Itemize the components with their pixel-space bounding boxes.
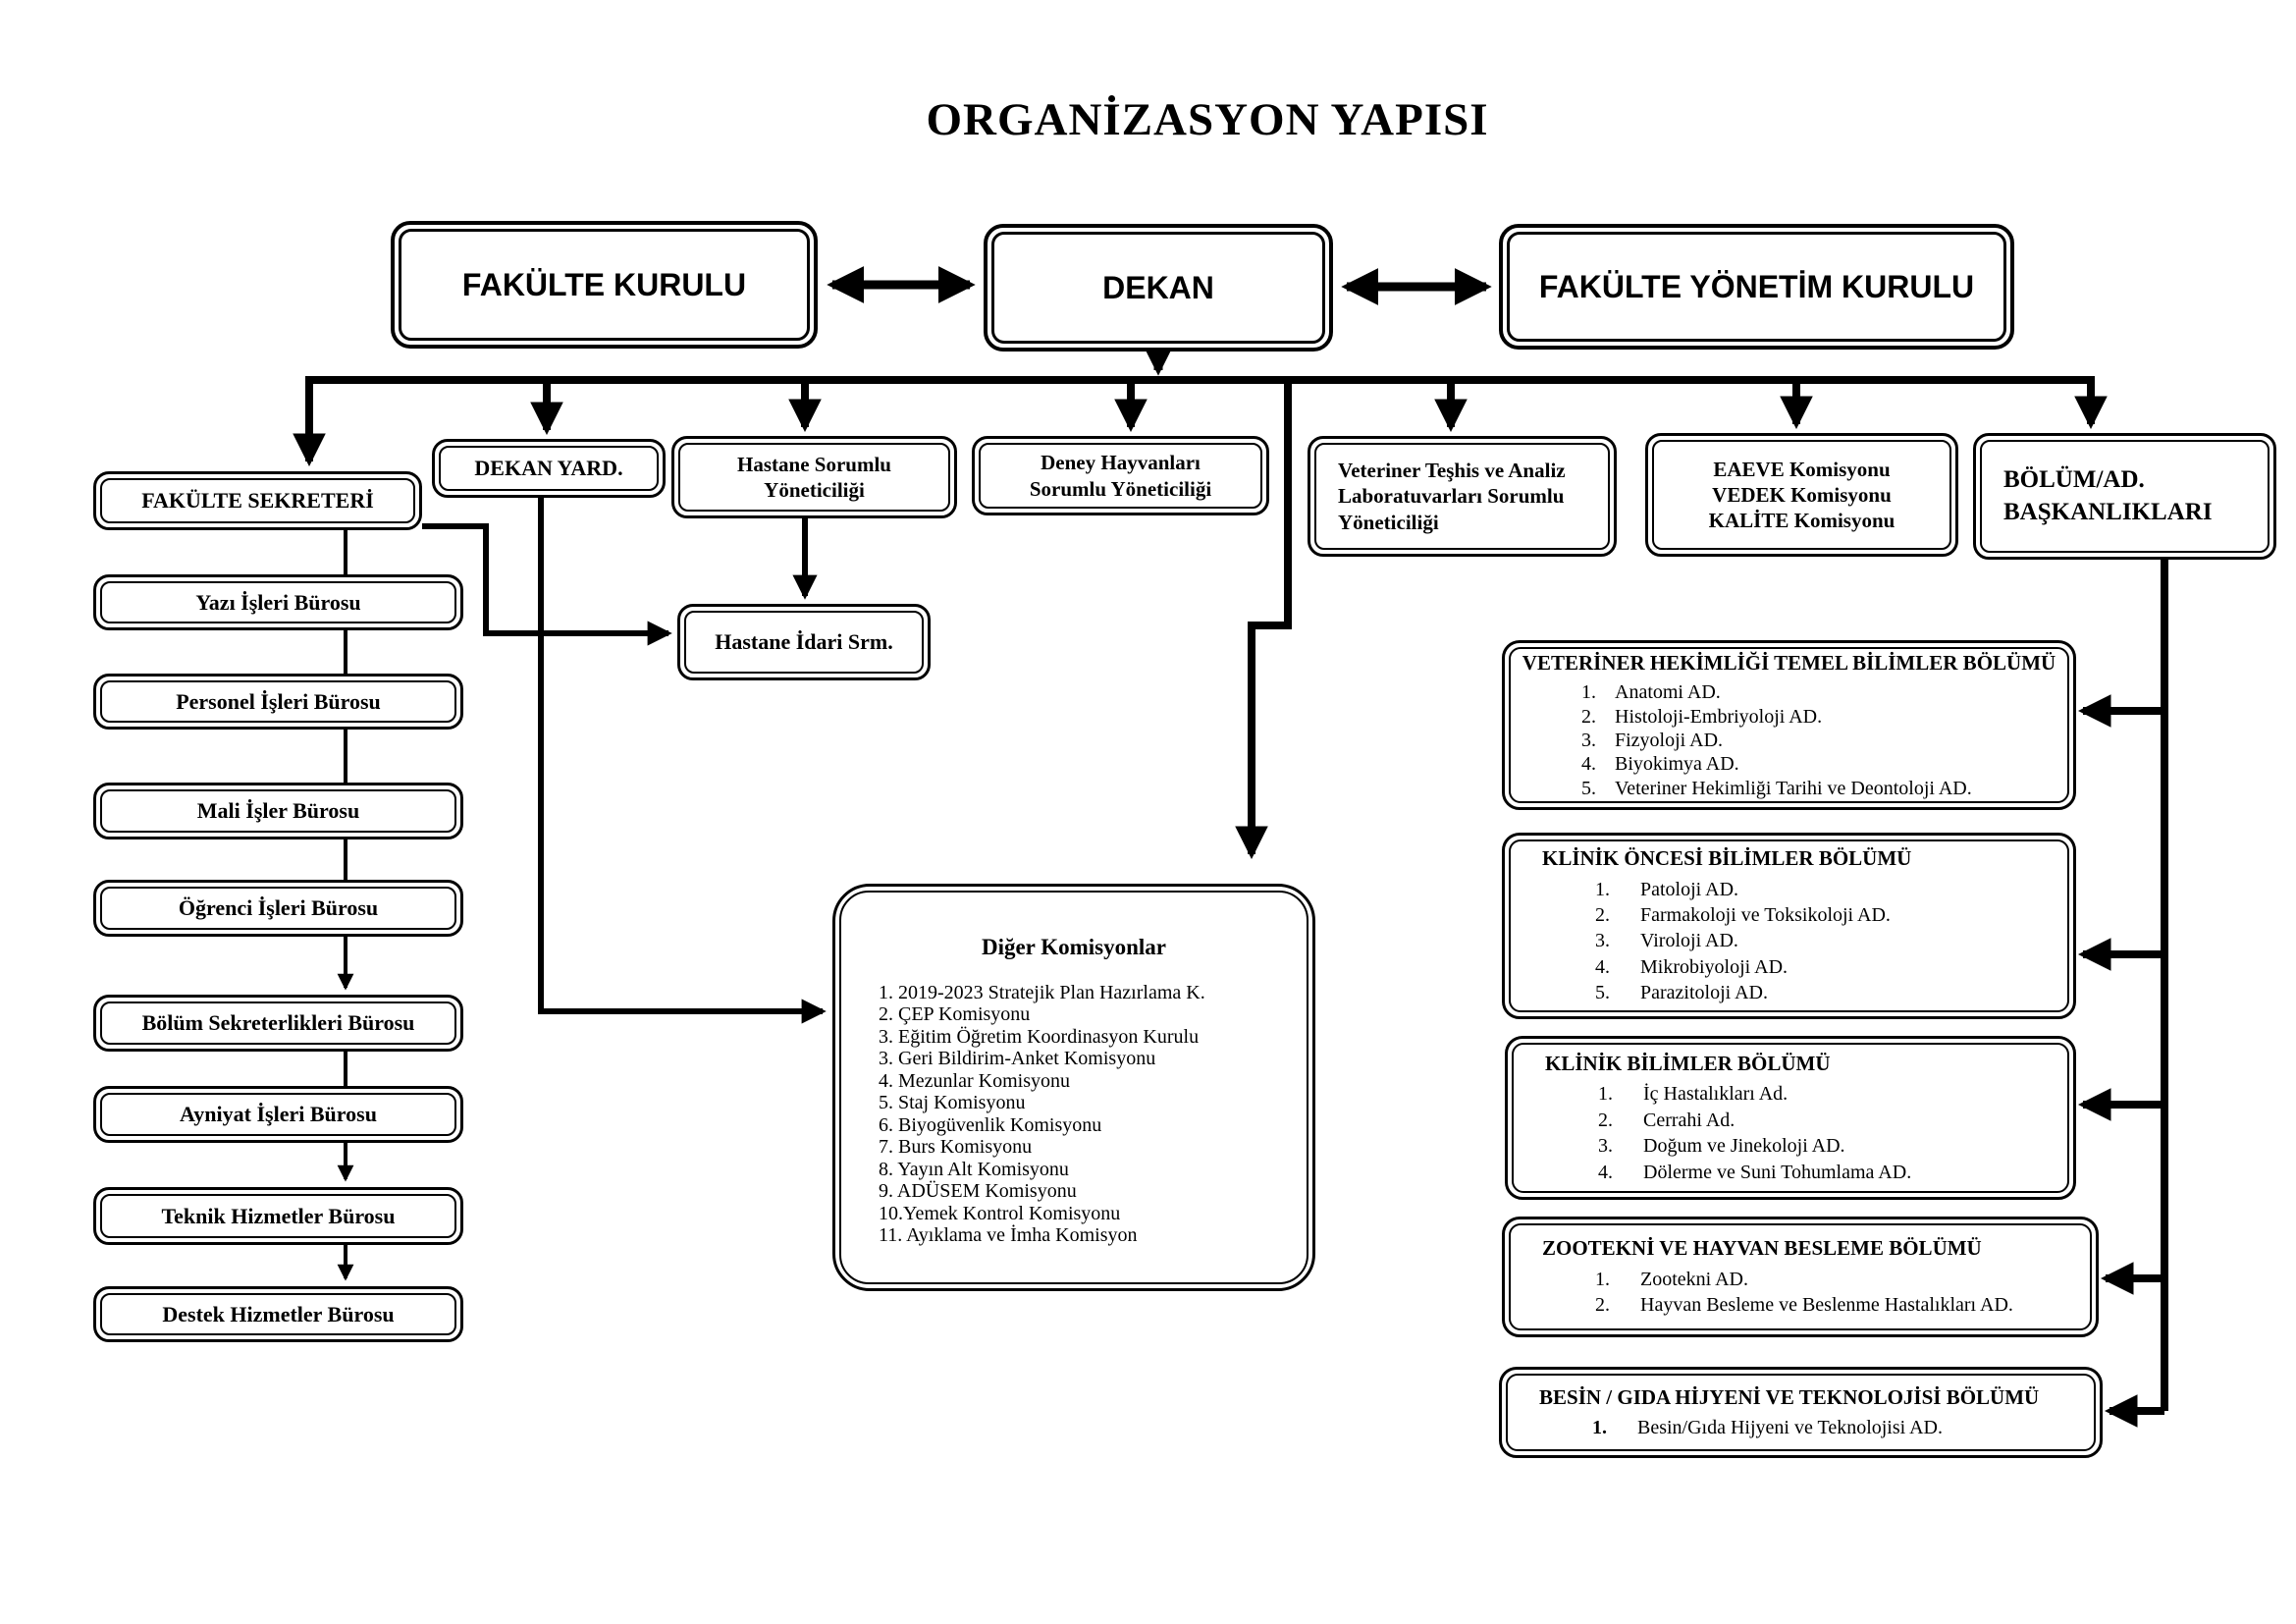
bureau-yazi-isleri: Yazı İşleri Bürosu [93, 574, 463, 630]
department-item: 4.Biyokimya AD. [1581, 753, 1739, 776]
department-list: 1.Patoloji AD. 2.Farmakoloji ve Toksikolo… [1519, 877, 2059, 1006]
node-hastane-idari: Hastane İdari Srm. [677, 604, 931, 680]
department-temel-bilimler: VETERİNER HEKİMLİĞİ TEMEL BİLİMLER BÖLÜM… [1502, 640, 2076, 810]
node-diger-komisyonlar: Diğer Komisyonlar 1. 2019-2023 Stratejik… [832, 884, 1315, 1291]
department-item: 1.Zootekni AD. [1595, 1268, 1748, 1290]
department-title: BESİN / GIDA HİJYENİ VE TEKNOLOJİSİ BÖLÜ… [1539, 1384, 2040, 1409]
komisyon-item: 2. ÇEP Komisyonu [879, 1003, 1031, 1026]
department-list: 1.İç Hastalıkları Ad. 2.Cerrahi Ad. 3.Doğu… [1522, 1081, 2059, 1185]
node-fakulte-sekreteri: FAKÜLTE SEKRETERİ [93, 471, 422, 530]
department-klinik-oncesi: KLİNİK ÖNCESİ BİLİMLER BÖLÜMÜ 1.Patoloji… [1502, 833, 2076, 1019]
department-title: ZOOTEKNİ VE HAYVAN BESLEME BÖLÜMÜ [1542, 1236, 1982, 1261]
bureau-label: Yazı İşleri Bürosu [100, 581, 456, 623]
page-title: ORGANİZASYON YAPISI [926, 94, 1489, 145]
bureau-label: Bölüm Sekreterlikleri Bürosu [100, 1001, 456, 1045]
diger-komisyonlar-list: 1. 2019-2023 Stratejik Plan Hazırlama K.… [841, 962, 1307, 1247]
node-fakulte-yonetim-kurulu: FAKÜLTE YÖNETİM KURULU [1499, 224, 2014, 350]
department-item: 4.Mikrobiyoloji AD. [1595, 955, 1789, 978]
link-sekreter-hastane-idari [422, 523, 672, 646]
komisyon-item: 5. Staj Komisyonu [879, 1092, 1026, 1114]
node-dekan-yardimcisi: DEKAN YARD. [432, 439, 666, 498]
bureau-label: Öğrenci İşleri Bürosu [100, 887, 456, 930]
department-besin-gida: BESİN / GIDA HİJYENİ VE TEKNOLOJİSİ BÖLÜ… [1499, 1367, 2103, 1458]
node-komisyonlar: EAEVE Komisyonu VEDEK Komisyonu KALİTE K… [1645, 433, 1958, 557]
komisyon-item: 3. Geri Bildirim-Anket Komisyonu [879, 1048, 1156, 1070]
department-item: 5.Parazitoloji AD. [1595, 982, 1768, 1004]
bureau-label: Ayniyat İşleri Bürosu [100, 1093, 456, 1136]
bureau-bolum-sekreterlikleri: Bölüm Sekreterlikleri Bürosu [93, 995, 463, 1052]
department-item: 4.Dölerme ve Suni Tohumlama AD. [1598, 1161, 1912, 1183]
department-item: 1.İç Hastalıkları Ad. [1598, 1083, 1789, 1106]
node-hastane-sorumlu: Hastane Sorumlu Yöneticiliği [671, 436, 957, 518]
komisyon-item: 7. Burs Komisyonu [879, 1136, 1033, 1159]
department-item: 3.Fizyoloji AD. [1581, 729, 1724, 751]
department-zootekni: ZOOTEKNİ VE HAYVAN BESLEME BÖLÜMÜ 1.Zoot… [1502, 1217, 2099, 1337]
komisyon-item: 8. Yayın Alt Komisyonu [879, 1158, 1069, 1180]
department-item: 5.Veteriner Hekimliği Tarihi ve Deontolo… [1581, 777, 1972, 799]
bureau-label: Teknik Hizmetler Bürosu [100, 1194, 456, 1238]
bureau-label: Destek Hizmetler Bürosu [100, 1293, 456, 1335]
node-fakulte-kurulu-label: FAKÜLTE KURULU [399, 229, 810, 341]
department-title: KLİNİK BİLİMLER BÖLÜMÜ [1545, 1052, 1831, 1076]
department-item: 2.Histoloji-Embriyoloji AD. [1581, 705, 1823, 728]
node-fakulte-kurulu: FAKÜLTE KURULU [391, 221, 818, 349]
bureau-teknik-hizmetler: Teknik Hizmetler Bürosu [93, 1187, 463, 1245]
bureau-label: Personel İşleri Bürosu [100, 680, 456, 723]
node-deney-hayvanlari: Deney Hayvanları Sorumlu Yöneticiliği [972, 436, 1269, 515]
node-fakulte-yonetim-kurulu-label: FAKÜLTE YÖNETİM KURULU [1507, 232, 2006, 342]
komisyon-item: 10.Yemek Kontrol Komisyonu [879, 1202, 1121, 1224]
komisyon-item: 11. Ayıklama ve İmha Komisyon [879, 1224, 1138, 1247]
department-item: 1.Besin/Gıda Hijyeni ve Teknolojisi AD. [1592, 1416, 1943, 1438]
bureau-ayniyat-isleri: Ayniyat İşleri Bürosu [93, 1086, 463, 1143]
node-veteriner-teshis: Veteriner Teşhis ve Analiz Laboratuvarla… [1308, 436, 1617, 557]
bureau-ogrenci-isleri: Öğrenci İşleri Bürosu [93, 880, 463, 937]
node-dekan: DEKAN [984, 224, 1333, 352]
bureau-mali-isler: Mali İşler Bürosu [93, 783, 463, 839]
department-klinik-bilimler: KLİNİK BİLİMLER BÖLÜMÜ 1.İç Hastalıkları… [1505, 1036, 2076, 1200]
node-fakulte-sekreteri-label: FAKÜLTE SEKRETERİ [100, 478, 415, 523]
bureau-label: Mali İşler Bürosu [100, 789, 456, 833]
node-veteriner-teshis-label: Veteriner Teşhis ve Analiz Laboratuvarla… [1314, 443, 1610, 550]
department-title: KLİNİK ÖNCESİ BİLİMLER BÖLÜMÜ [1542, 846, 1912, 871]
komisyon-item: 3. Eğitim Öğretim Koordinasyon Kurulu [879, 1025, 1200, 1048]
komisyon-item: 6. Biyogüvenlik Komisyonu [879, 1113, 1102, 1136]
node-deney-hayvanlari-label: Deney Hayvanları Sorumlu Yöneticiliği [979, 443, 1262, 509]
department-item: 1.Patoloji AD. [1595, 878, 1739, 900]
node-bolum-baskanliklari: BÖLÜM/AD. BAŞKANLIKLARI [1973, 433, 2276, 560]
node-dekan-yardimcisi-label: DEKAN YARD. [439, 446, 659, 491]
node-hastane-idari-label: Hastane İdari Srm. [684, 611, 924, 674]
department-item: 2.Cerrahi Ad. [1598, 1109, 1735, 1131]
department-item: 2.Hayvan Besleme ve Beslenme Hastalıklar… [1595, 1294, 2013, 1317]
drop-diger-komisyonlar [1235, 380, 1292, 860]
department-list: 1.Anatomi AD.2.Histoloji-Embriyoloji AD.… [1519, 680, 2059, 800]
department-list: 1.Zootekni AD. 2.Hayvan Besleme ve Beslen… [1519, 1267, 2082, 1319]
department-item: 1.Anatomi AD. [1581, 681, 1721, 704]
komisyon-item: 1. 2019-2023 Stratejik Plan Hazırlama K. [879, 981, 1205, 1003]
node-dekan-label: DEKAN [991, 232, 1325, 344]
department-item: 2.Farmakoloji ve Toksikoloji AD. [1595, 904, 1891, 927]
department-list: 1.Besin/Gıda Hijyeni ve Teknolojisi AD. [1516, 1415, 2086, 1440]
department-item: 3.Viroloji AD. [1595, 930, 1738, 952]
bureau-destek-hizmetler: Destek Hizmetler Bürosu [93, 1286, 463, 1342]
department-title: VETERİNER HEKİMLİĞİ TEMEL BİLİMLER BÖLÜM… [1522, 650, 2056, 675]
node-komisyonlar-label: EAEVE Komisyonu VEDEK Komisyonu KALİTE K… [1652, 440, 1951, 550]
komisyon-item: 9. ADÜSEM Komisyonu [879, 1180, 1077, 1203]
node-bolum-baskanliklari-label: BÖLÜM/AD. BAŞKANLIKLARI [1980, 440, 2269, 553]
komisyon-item: 4. Mezunlar Komisyonu [879, 1069, 1070, 1092]
department-item: 3.Doğum ve Jinekoloji AD. [1598, 1135, 1845, 1158]
diger-komisyonlar-title: Diğer Komisyonlar [981, 935, 1167, 959]
node-hastane-sorumlu-label: Hastane Sorumlu Yöneticiliği [678, 443, 950, 512]
bureau-personel-isleri: Personel İşleri Bürosu [93, 674, 463, 730]
link-dekanyard-komisyonlar [538, 498, 827, 1024]
